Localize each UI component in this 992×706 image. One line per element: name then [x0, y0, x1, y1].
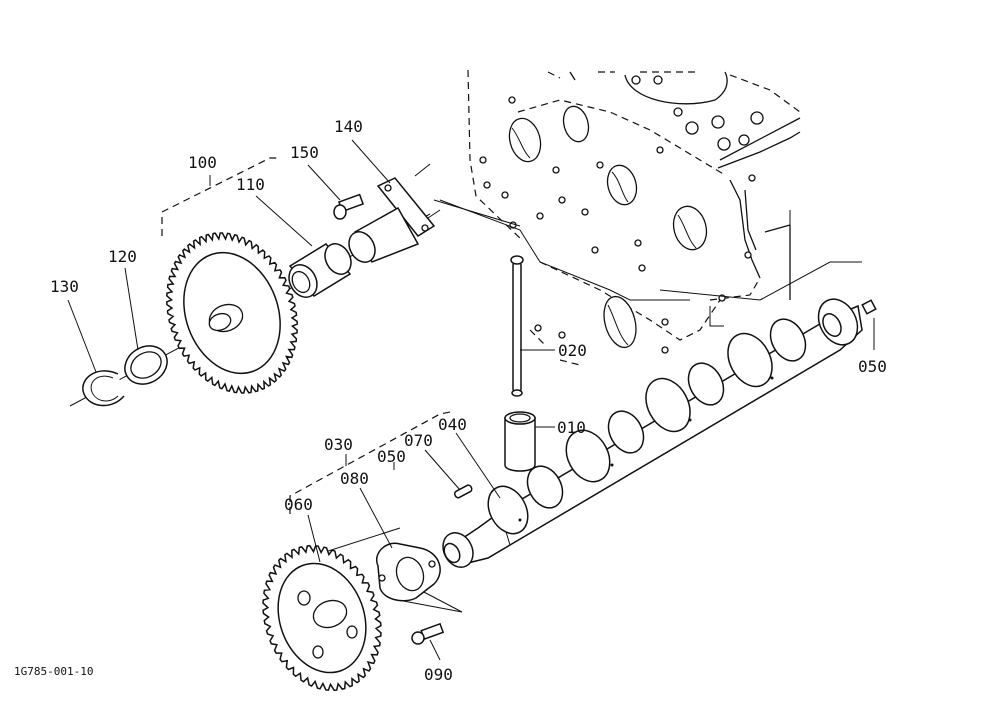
push-rod-020 — [510, 255, 524, 397]
thrust-plate-080 — [375, 542, 441, 602]
drawing-code: 1G785-001-10 — [14, 665, 93, 678]
callout-060: 060 — [284, 495, 313, 514]
key-070 — [453, 484, 473, 499]
callout-labels: 100 150 140 110 120 130 020 050 010 040 … — [14, 117, 887, 684]
idler-gear-100 — [166, 232, 298, 394]
cam-gear-060 — [262, 544, 382, 692]
callout-040: 040 — [438, 415, 467, 434]
callout-050-key: 050 — [377, 447, 406, 466]
bolt-150 — [333, 193, 365, 220]
callout-150: 150 — [290, 143, 319, 162]
group-brackets — [161, 157, 451, 514]
callout-leaders — [67, 139, 875, 661]
bushing-110 — [288, 243, 352, 298]
bolt-090 — [411, 622, 445, 645]
callout-110: 110 — [236, 175, 265, 194]
idler-shaft-140 — [348, 177, 436, 263]
camshaft — [442, 298, 863, 568]
plug-050 — [861, 299, 877, 315]
callout-020: 020 — [558, 341, 587, 360]
callout-010: 010 — [557, 418, 586, 437]
callout-100: 100 — [188, 153, 217, 172]
callout-070: 070 — [404, 431, 433, 450]
callout-140: 140 — [334, 117, 363, 136]
callout-130: 130 — [50, 277, 79, 296]
circlip-130 — [82, 370, 125, 407]
tappet-010 — [504, 411, 536, 472]
callout-050-plug: 050 — [858, 357, 887, 376]
callout-090: 090 — [424, 665, 453, 684]
callout-120: 120 — [108, 247, 137, 266]
collar-120 — [124, 345, 168, 385]
callout-030: 030 — [324, 435, 353, 454]
engine-block — [467, 69, 801, 366]
callout-080: 080 — [340, 469, 369, 488]
